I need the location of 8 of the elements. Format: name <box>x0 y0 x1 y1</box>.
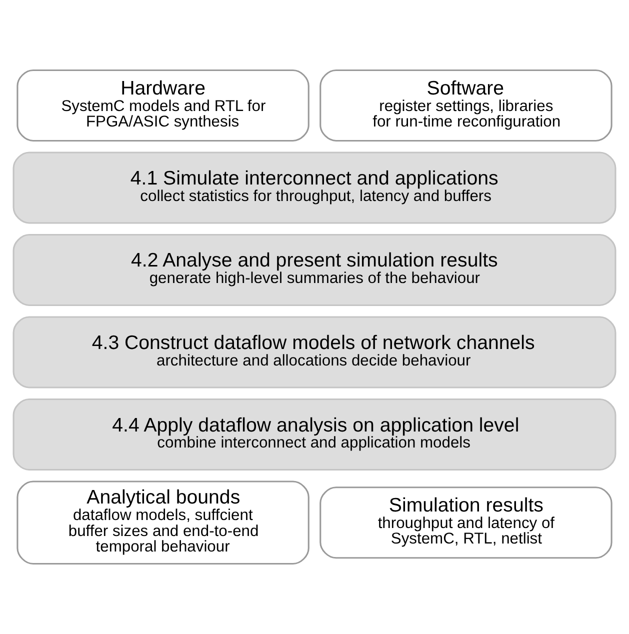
node-box: 4.1 Simulate interconnect and applications collect statistics for throughput, latency and buffers <box>12 152 616 224</box>
node-box: Software register settings, libraries for run-time reconfiguration <box>320 69 612 142</box>
node-box: Analytical bounds dataflow models, suffcient buffer sizes and end-to-end temporal behaviour <box>16 480 310 565</box>
node-box: 4.4 Apply dataflow analysis on application level combine interconnect and application models <box>12 398 616 471</box>
node-box: 4.3 Construct dataflow models of network channels architecture and allocations decide behaviour <box>12 316 616 388</box>
node-box: Simulation results throughput and latency of SystemC, RTL, netlist <box>320 486 612 559</box>
node-box: 4.2 Analyse and present simulation results generate high-level summaries of the behaviour <box>12 234 616 306</box>
node-box: Hardware SystemC models and RTL for FPGA/ASIC synthesis <box>16 69 310 142</box>
